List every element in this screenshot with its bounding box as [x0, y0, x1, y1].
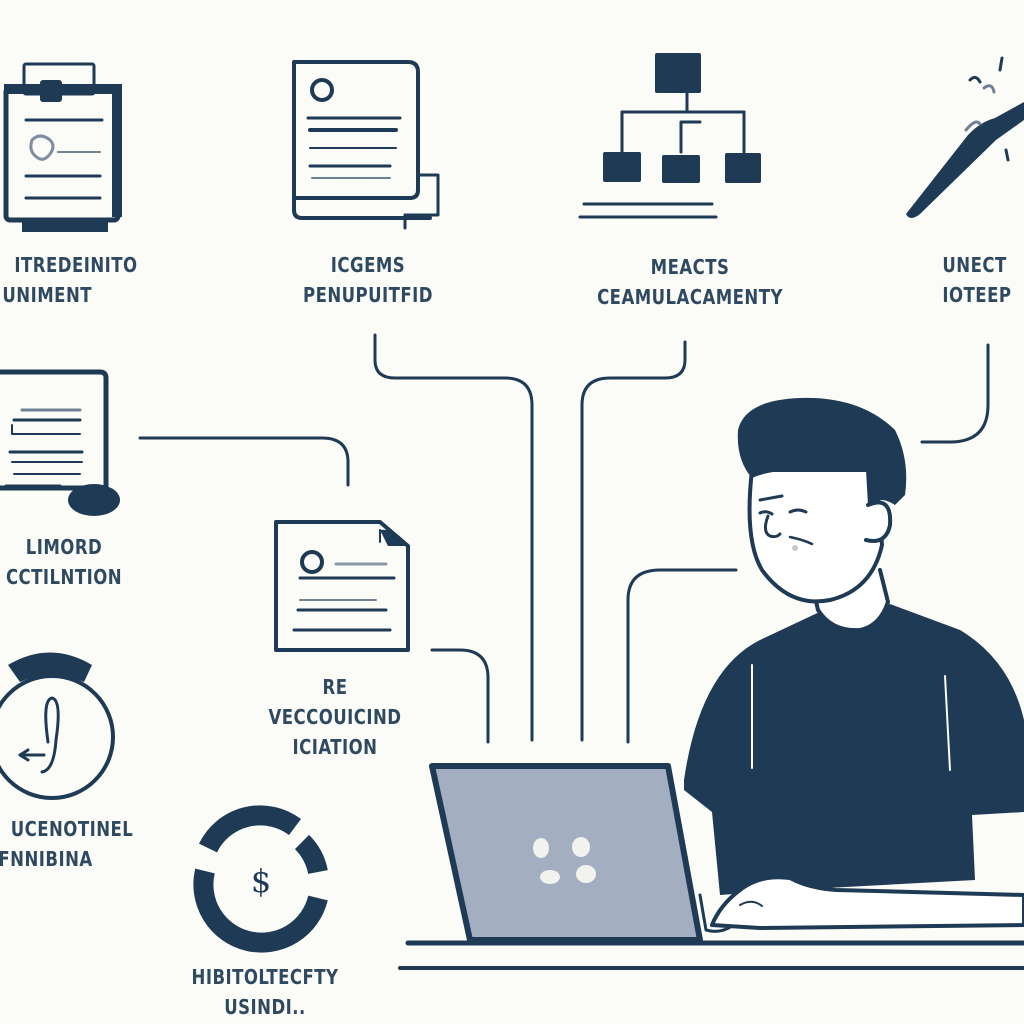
label-stopwatch: UCENOTINEL FNNIBINA — [0, 817, 134, 871]
certificate-icon — [0, 369, 120, 516]
stopwatch-icon — [0, 652, 115, 800]
label-document-top: ICGEMS PENUPUITFID — [302, 253, 434, 307]
label-clipboard: ITREDEINITO UNIMENT — [2, 253, 138, 307]
clipboard-icon — [3, 62, 122, 232]
laptop-icon — [429, 763, 703, 943]
label-document-mid: RE VECCOUICIND ICIATION — [268, 675, 402, 759]
dollar-sign-icon: $ — [251, 862, 271, 900]
label-org-chart: MEACTS CEAMULACAMENTY — [597, 255, 783, 309]
connector-lines — [138, 173, 990, 744]
person-icon — [684, 397, 1024, 933]
label-wand: UNECT IOTEEP — [942, 253, 1012, 307]
desk — [398, 940, 1024, 970]
document-mid-icon — [274, 520, 410, 652]
currency-cycle-icon — [193, 805, 328, 953]
document-top-icon — [292, 60, 432, 220]
magic-wand-icon — [906, 56, 1024, 218]
label-certificate: LIMORD CCTILNTION — [5, 535, 123, 589]
label-currency-cycle: HIBITOLTECFTY USINDI.. — [191, 965, 339, 1019]
org-chart-icon — [578, 53, 761, 219]
